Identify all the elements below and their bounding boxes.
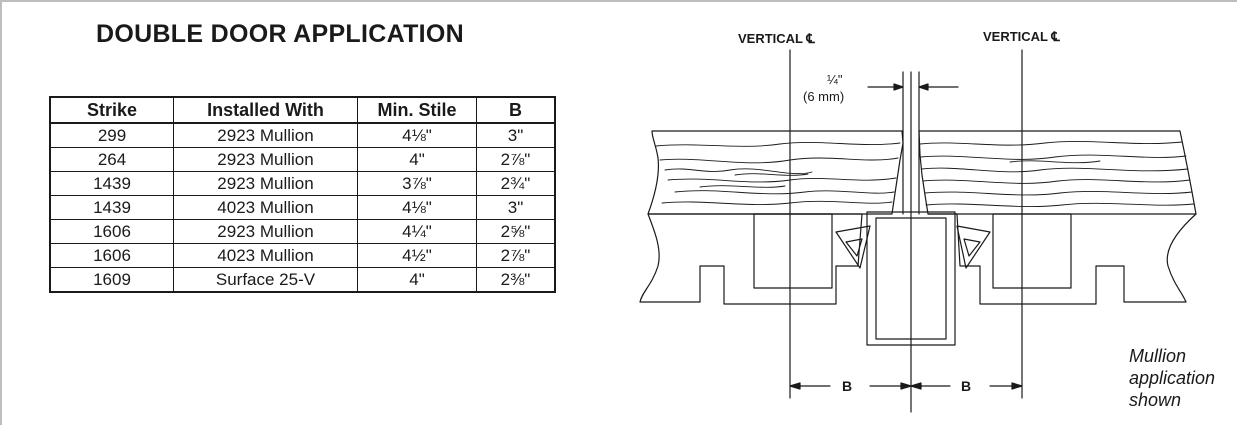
left-closer-body	[753, 213, 833, 289]
gap-arrow-right-head	[918, 83, 929, 91]
cell-strike: 1439	[49, 195, 174, 220]
left-bracket-inner	[845, 238, 863, 257]
caption-line: application	[1129, 368, 1216, 388]
cell-installed-with: 4023 Mullion	[173, 243, 358, 268]
table-header-row: Strike Installed With Min. Stile B	[49, 96, 556, 124]
left-door-slab	[647, 130, 904, 215]
left-wood-grain	[655, 141, 901, 205]
cell-installed-with: 2923 Mullion	[173, 219, 358, 244]
column-header-installed-with: Installed With	[173, 96, 358, 124]
cell-strike: 264	[49, 147, 174, 172]
page-title: DOUBLE DOOR APPLICATION	[96, 20, 465, 48]
cell-installed-with: 2923 Mullion	[173, 122, 358, 148]
cell-b: 2⅞"	[476, 243, 556, 268]
right-b-label: B	[961, 378, 971, 394]
cell-min-stile: 4¼"	[357, 219, 477, 244]
right-bracket	[956, 225, 991, 269]
cell-min-stile: 4"	[357, 147, 477, 172]
caption-line: Mullion	[1129, 346, 1187, 366]
column-header-strike: Strike	[49, 96, 174, 124]
gap-dimension-metric-label: (6 mm)	[803, 89, 844, 104]
table-row: 299 2923 Mullion 4⅛" 3"	[49, 122, 556, 148]
cell-strike: 1439	[49, 171, 174, 196]
right-frame-profile	[927, 213, 1197, 305]
right-b-arrow-start	[910, 382, 922, 390]
left-frame-profile	[639, 213, 863, 305]
right-door-slab	[918, 130, 1197, 215]
cell-b: 2⅜"	[476, 267, 556, 293]
right-closer-body	[992, 213, 1072, 289]
cell-strike: 1609	[49, 267, 174, 293]
right-bracket-inner	[963, 238, 981, 257]
diagram-caption: Mullion application shown	[1129, 345, 1215, 411]
right-wood-grain	[919, 140, 1195, 207]
cell-strike: 1606	[49, 219, 174, 244]
cell-min-stile: 4"	[357, 267, 477, 293]
table-row: 1606 2923 Mullion 4¼" 2⅝"	[49, 219, 556, 244]
left-b-label: B	[842, 378, 852, 394]
column-header-min-stile: Min. Stile	[357, 96, 477, 124]
table-row: 1609 Surface 25-V 4" 2⅜"	[49, 267, 556, 293]
cell-min-stile: 4⅛"	[357, 122, 477, 148]
table-row: 1606 4023 Mullion 4½" 2⅞"	[49, 243, 556, 268]
cell-strike: 1606	[49, 243, 174, 268]
caption-line: shown	[1129, 390, 1182, 410]
left-b-arrow-end	[900, 382, 912, 390]
gap-arrow-left-head	[893, 83, 904, 91]
cell-min-stile: 4½"	[357, 243, 477, 268]
cell-b: 2⅝"	[476, 219, 556, 244]
left-centerline-label: VERTICAL ℄	[738, 31, 815, 46]
table-row: 1439 4023 Mullion 4⅛" 3"	[49, 195, 556, 220]
column-header-b: B	[476, 96, 556, 124]
strike-table: Strike Installed With Min. Stile B 299 2…	[49, 96, 556, 293]
right-centerline-label: VERTICAL ℄	[983, 29, 1060, 44]
cell-installed-with: Surface 25-V	[173, 267, 358, 293]
gap-dimension-label: ¼"	[827, 72, 843, 87]
right-b-arrow-end	[1011, 382, 1023, 390]
left-b-arrow-start	[789, 382, 801, 390]
left-bracket	[835, 225, 871, 269]
cell-min-stile: 4⅛"	[357, 195, 477, 220]
cell-min-stile: 3⅞"	[357, 171, 477, 196]
